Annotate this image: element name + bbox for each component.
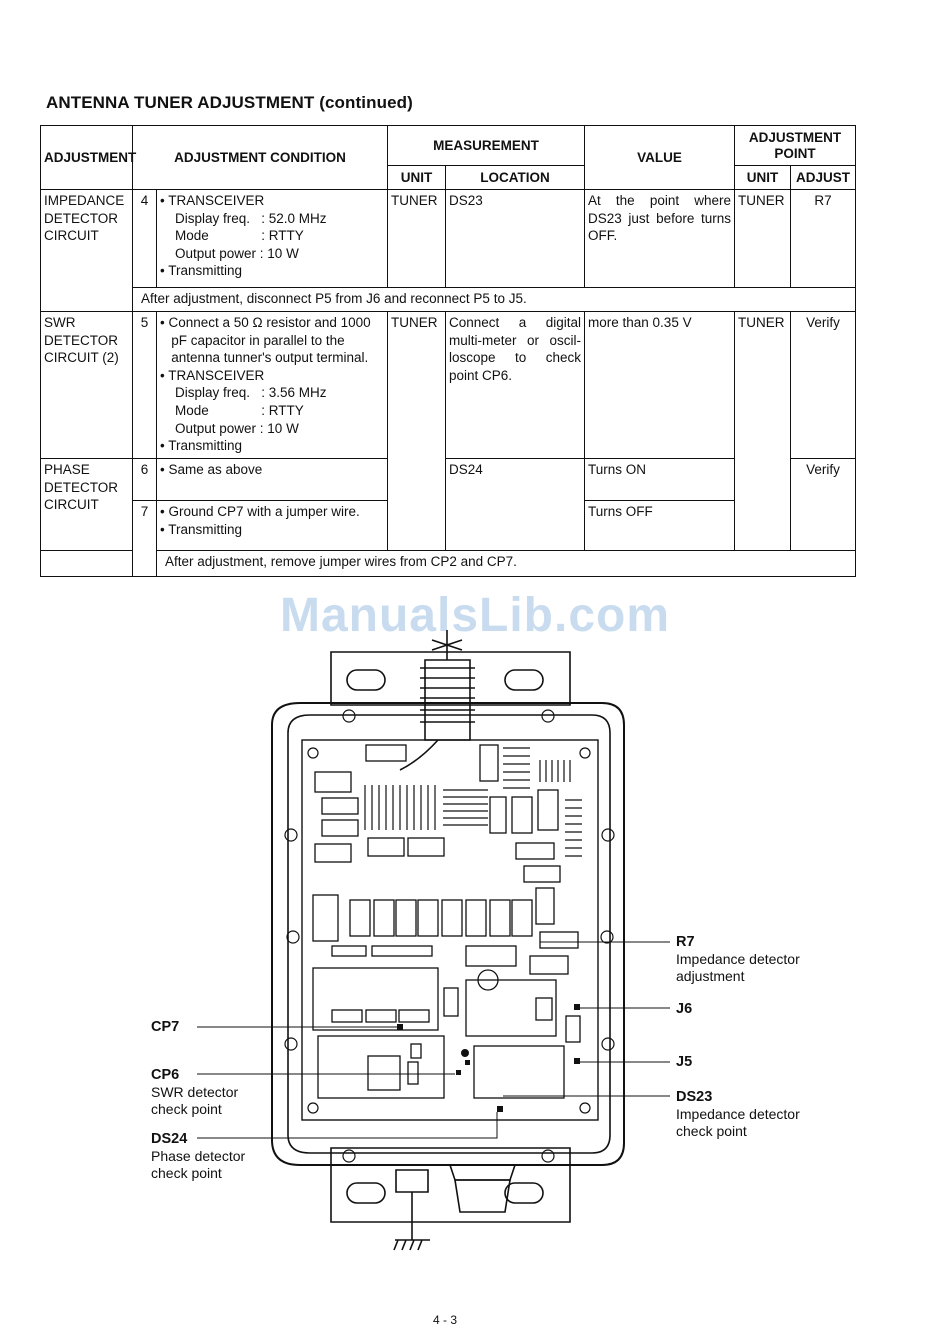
row4-condition: • TRANSCEIVER Display freq. : 52.0 MHz M…: [156, 189, 388, 288]
row7-note: After adjustment, remove jumper wires fr…: [155, 550, 857, 577]
callout-cp6-name: CP6: [151, 1067, 180, 1083]
row4-location: DS23: [444, 189, 586, 288]
callout-r7: R7 Impedance detector adjustment: [676, 933, 816, 985]
callout-r7-desc: Impedance detector adjustment: [676, 951, 800, 984]
callout-ds24-desc: Phase detector check point: [151, 1148, 246, 1181]
header-adjustment: ADJUSTMENT: [40, 125, 136, 190]
header-ap-adjust: ADJUST: [790, 165, 857, 190]
header-condition: ADJUSTMENT CONDITION: [132, 125, 388, 190]
callout-j5-name: J5: [676, 1054, 693, 1070]
callout-cp6-desc: SWR detector check point: [151, 1084, 239, 1117]
callout-j6-name: J6: [676, 1001, 693, 1017]
row4-value: At the point where DS23 just before turn…: [584, 189, 736, 288]
row4-ap-unit: TUNER: [734, 189, 792, 288]
header-value: VALUE: [584, 125, 736, 190]
header-adjustment-point: ADJUSTMENT POINT: [734, 125, 857, 166]
row6-value: Turns ON: [584, 458, 736, 501]
leader-ds24: [197, 1112, 498, 1139]
callout-ds23-name: DS23: [676, 1089, 713, 1105]
row5-ap-unit: TUNER: [734, 311, 792, 551]
row5-unit: TUNER: [387, 311, 446, 551]
row7-value: Turns OFF: [584, 500, 736, 551]
antenna-tuner-diagram: [197, 630, 670, 1251]
callout-j6: J6: [676, 1000, 692, 1018]
callout-r7-name: R7: [676, 934, 695, 950]
row6-step: 6: [132, 458, 157, 501]
page-number: 4 - 3: [432, 1313, 457, 1327]
row5-condition: • Connect a 50 Ω resistor and 1000 pF ca…: [156, 311, 388, 459]
callout-j5: J5: [676, 1053, 692, 1071]
row4-step: 4: [132, 189, 157, 288]
row4-unit: TUNER: [387, 189, 446, 288]
tuner-case: [271, 702, 625, 1166]
row7-condition: • Ground CP7 with a jumper wire.• Transm…: [156, 500, 388, 551]
callout-ds23: DS23 Impedance detector check point: [676, 1088, 816, 1140]
callout-cp7: CP7: [151, 1018, 179, 1036]
adjustment-table: ADJUSTMENT ADJUSTMENT CONDITION MEASUREM…: [40, 125, 857, 577]
row5-ap-adjust: Verify: [790, 311, 857, 459]
header-location: LOCATION: [444, 165, 586, 190]
row6-condition: • Same as above: [156, 458, 388, 501]
row4-adjustment: IMPEDANCE DETECTOR CIRCUIT: [40, 189, 133, 312]
header-measurement: MEASUREMENT: [386, 125, 586, 166]
row5-adjustment: SWR DETECTOR CIRCUIT (2): [40, 311, 133, 459]
page-title: ANTENNA TUNER ADJUSTMENT (continued): [46, 93, 413, 112]
mounting-bracket: [330, 651, 571, 706]
row5-step: 5: [132, 311, 157, 459]
callout-ds23-desc: Impedance detector check point: [676, 1106, 800, 1139]
watermark: ManualsLib.com: [279, 589, 671, 642]
header-ap-unit: UNIT: [734, 165, 792, 190]
row7-step: 7: [132, 500, 157, 577]
row5-location: Connect a digital multi-meter or oscil-l…: [444, 311, 586, 459]
row6-ap-adjust: Verify: [790, 458, 857, 551]
row4-note: After adjustment, disconnect P5 from J6 …: [131, 287, 857, 312]
row6-location: DS24: [444, 458, 586, 551]
header-unit: UNIT: [387, 165, 446, 190]
row5-value: more than 0.35 V: [584, 311, 736, 459]
callout-ds24-name: DS24: [151, 1131, 188, 1147]
row4-ap-adjust: R7: [790, 189, 857, 288]
callout-ds24: DS24 Phase detector check point: [151, 1130, 251, 1182]
callout-cp7-name: CP7: [151, 1019, 180, 1035]
callout-cp6: CP6 SWR detector check point: [151, 1066, 251, 1118]
row6-adjustment: PHASE DETECTOR CIRCUIT: [40, 458, 133, 551]
